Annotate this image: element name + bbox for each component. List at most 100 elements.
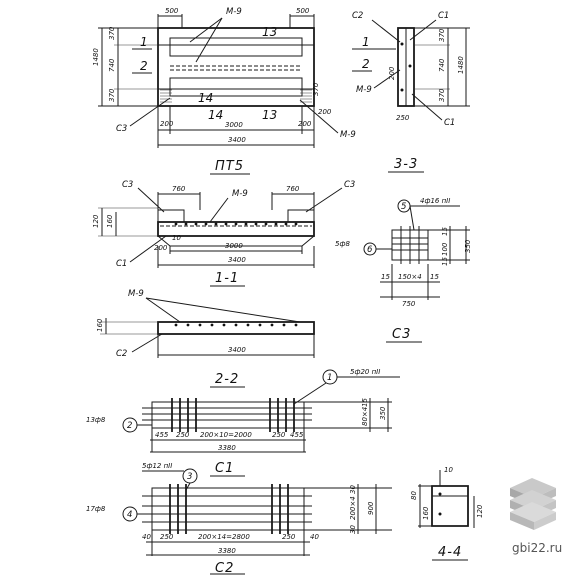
hatch	[160, 89, 172, 103]
view-title: С3	[392, 327, 411, 342]
leader-line	[145, 297, 301, 323]
dim-label: 370	[108, 26, 116, 40]
dim-label: 160	[96, 318, 104, 332]
dim-label: 120	[476, 504, 484, 518]
view-title: С2	[215, 561, 234, 575]
bar-label: 13ф8	[86, 416, 106, 424]
mark-label: 14	[208, 108, 223, 122]
dim-label: 15	[430, 273, 439, 281]
dim-label: 370	[312, 82, 320, 96]
dim-label: 370	[108, 88, 116, 102]
mesh-top	[169, 37, 303, 57]
rebar-dot	[408, 64, 412, 68]
mark-label: М-9	[356, 85, 372, 95]
leader-line	[131, 333, 163, 353]
dim-label: 15	[441, 227, 449, 236]
dim-label: 30	[349, 485, 357, 494]
rebar-dot	[438, 512, 442, 516]
view-section-1-1: 760 760 С3 С3 М-9 120 160 200 10 3000 34…	[92, 180, 355, 287]
slab-outline	[157, 27, 315, 107]
mesh-cross-bars	[171, 398, 295, 432]
logo-icon	[510, 478, 556, 530]
leader-line	[373, 69, 401, 89]
view-pt5: 500 500 1480 370 740 370 1 2 М-9 13 14 1…	[92, 7, 356, 175]
dim-label: 250	[176, 431, 190, 439]
mark-label: 13	[262, 25, 277, 39]
support-line	[301, 235, 315, 247]
leader-line	[129, 97, 171, 127]
dim-label: 100	[441, 242, 449, 256]
leader-line	[299, 99, 339, 134]
rebar-dot	[400, 88, 404, 92]
dim-label: 350	[379, 406, 387, 420]
rebar-dot	[400, 42, 404, 46]
mark-label: М-9	[128, 289, 144, 299]
view-title: ПТ5	[215, 159, 244, 174]
mesh-bottom	[169, 77, 303, 97]
dim-label: 15	[441, 257, 449, 266]
dim-label: 370	[438, 28, 446, 42]
dim-label: 160	[422, 506, 430, 520]
dim-label: 200×10=2000	[200, 431, 252, 439]
mark-label: 14	[198, 91, 213, 105]
position-number: 5	[401, 202, 406, 212]
mark-label: С1	[444, 118, 455, 128]
dim-label: 3400	[228, 346, 246, 354]
bar-label: 17ф8	[86, 505, 106, 513]
dim-label: 10	[172, 234, 181, 242]
leader-line	[145, 297, 181, 323]
dim-label: 15	[381, 273, 390, 281]
mark-label: М-9	[226, 7, 242, 17]
mesh-outline	[151, 487, 305, 531]
rebar-dots	[174, 222, 298, 226]
dim-label: 370	[438, 88, 446, 102]
position-number: 1	[327, 373, 332, 383]
mark-label: С3	[344, 180, 355, 190]
leader-line	[209, 197, 229, 223]
leader-line	[185, 482, 191, 491]
position-number: 4	[127, 510, 132, 520]
leader-line	[409, 205, 415, 231]
bar-label: 5ф8	[335, 240, 350, 248]
leader-line	[189, 17, 223, 43]
mark-label: С3	[122, 180, 133, 190]
dim-label: 3000	[225, 121, 243, 129]
dim-label: 350	[464, 239, 472, 253]
fragment-label: 1	[362, 35, 370, 49]
mark-label: С1	[438, 11, 449, 21]
dim-label: 3380	[218, 444, 236, 452]
dim-label: 455	[290, 431, 304, 439]
view-title: 3-3	[394, 157, 418, 172]
dim-label: 3000	[225, 242, 243, 250]
fragment-label: 1	[140, 35, 148, 49]
dim-label: 40	[310, 533, 319, 541]
dim-label: 200×4	[349, 496, 357, 520]
dim-label: 250	[282, 533, 296, 541]
leader-line	[305, 187, 343, 213]
mesh-c3-left	[157, 209, 185, 223]
view-mesh-c1: 1 5ф20 пII 2 13ф8 15 80×4 350 455 250 20…	[86, 368, 400, 477]
view-section-3-3: 370 740 370 1480 1 2 С2 С1 М-9 С1 250 20…	[352, 11, 470, 173]
dim-label: 900	[367, 501, 375, 515]
dim-label: 10	[444, 466, 453, 474]
dim-label: 760	[172, 185, 186, 193]
view-title: 2-2	[215, 372, 239, 387]
support-line	[157, 235, 171, 247]
dim-label: 250	[272, 431, 286, 439]
beam-outline	[157, 221, 315, 237]
dim-label: 200	[154, 244, 168, 252]
mark-label: С3	[116, 124, 127, 134]
bar-label: 5ф12 пII	[142, 462, 172, 470]
bar-label: 4ф16 пII	[420, 197, 450, 205]
dim-label: 200	[318, 108, 332, 116]
view-title: 1-1	[215, 271, 239, 286]
dim-label: 15	[361, 398, 369, 407]
leader-line	[293, 382, 327, 405]
fragment-label: 2	[140, 59, 148, 73]
leader-line	[137, 187, 165, 213]
mark-label: С2	[352, 11, 363, 21]
dim-label: 30	[349, 525, 357, 534]
dim-label: 500	[165, 7, 179, 15]
watermark-text: gbi22.ru	[512, 541, 562, 555]
